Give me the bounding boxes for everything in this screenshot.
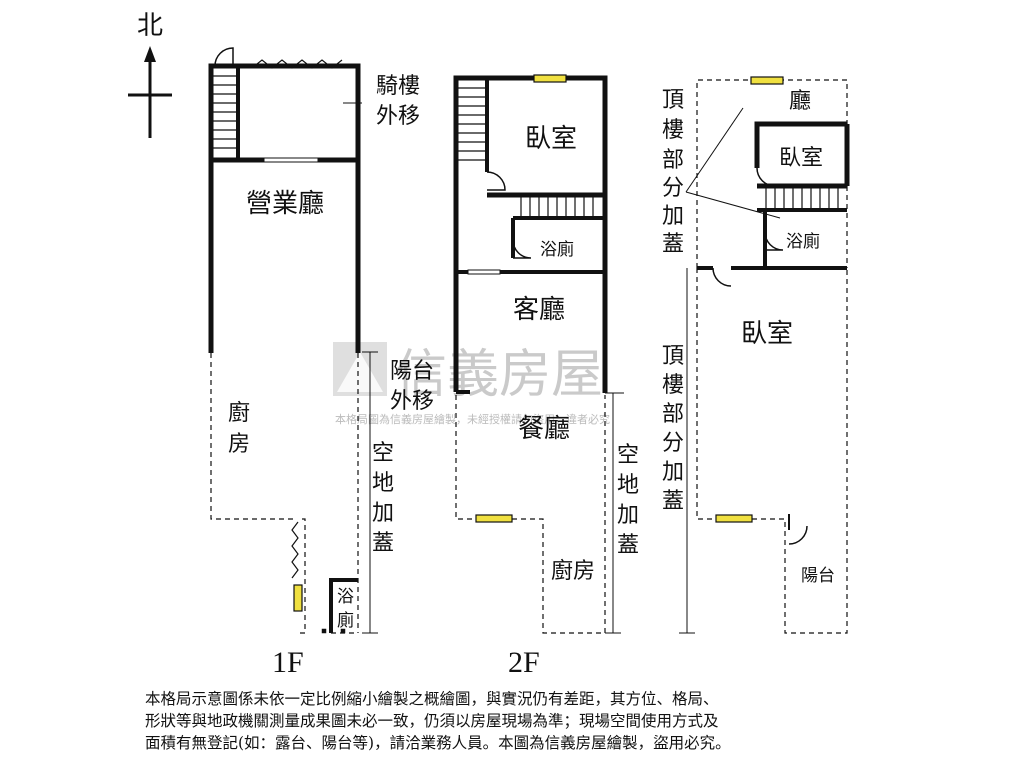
- north-compass-icon: 北: [128, 11, 172, 138]
- disclaimer-line: 面積有無登記(如：露台、陽台等)，請洽業務人員。本圖為信義房屋繪製，盜用必究。: [145, 734, 731, 752]
- f2-dining-room-label: 餐廳: [518, 414, 570, 444]
- f1-bath-label-line1: 浴: [337, 587, 354, 607]
- f3-rooftop-addition-2-line2: 樓: [662, 373, 684, 398]
- disclaimer-text: 本格局示意圖係未依一定比例縮小繪製之概繪圖，與實況仍有差距，其方位、格局、 形狀…: [145, 688, 905, 754]
- f1-arcade-label-line1: 騎樓: [376, 74, 420, 99]
- f1-arcade-label-line2: 外移: [376, 104, 420, 129]
- disclaimer-line: 本格局示意圖係未依一定比例縮小繪製之概繪圖，與實況仍有差距，其方位、格局、: [145, 690, 719, 708]
- f1-business-hall-label: 營業廳: [246, 189, 324, 219]
- f1-open-space-label-2: 地: [372, 471, 394, 496]
- f2-open-space-label-2: 地: [617, 473, 639, 498]
- watermark: 信義房屋 本格局圖為信義房屋繪製，未經授權請勿盜用，違者必究: [333, 342, 610, 426]
- f3-rooftop-addition-2-line5: 加: [662, 460, 684, 485]
- f3-rooftop-addition-2-line3: 部: [662, 402, 684, 427]
- floor-3f-plan: [679, 76, 850, 634]
- f1-bath-label-line2: 廁: [337, 610, 354, 631]
- f2-balcony-label-line1: 陽台: [390, 359, 434, 384]
- f3-rooftop-addition-1-line1: 頂: [662, 88, 684, 113]
- f1-floor-label: 1F: [272, 646, 304, 679]
- f2-bath-label: 浴廁: [540, 239, 574, 260]
- compass-north-label: 北: [137, 11, 163, 41]
- f3-balcony-label: 陽台: [801, 566, 835, 586]
- f1-kitchen-label-line2: 房: [228, 432, 250, 457]
- f3-rooftop-addition-1-line6: 蓋: [662, 232, 684, 257]
- f3-rooftop-addition-2-line4: 分: [662, 431, 684, 456]
- f3-rooftop-addition-1-line2: 樓: [662, 118, 684, 143]
- f3-small-bedroom-label: 臥室: [779, 146, 823, 171]
- f3-rooftop-addition-1-line3: 部: [662, 148, 684, 173]
- f3-hall-label: 廳: [789, 89, 811, 114]
- f3-rooftop-addition-1-line5: 加: [662, 204, 684, 229]
- floor-2f-plan: [453, 74, 624, 634]
- f2-living-room-label: 客廳: [513, 295, 565, 325]
- f3-rooftop-addition-2-line1: 頂: [662, 344, 684, 369]
- f2-balcony-label-line2: 外移: [390, 389, 434, 414]
- f1-open-space-label-4: 蓋: [372, 531, 394, 556]
- f2-floor-label: 2F: [508, 646, 540, 679]
- f2-open-space-label-3: 加: [617, 503, 639, 528]
- watermark-notice: 本格局圖為信義房屋繪製，未經授權請勿盜用，違者必究: [335, 412, 610, 426]
- f2-bedroom-label: 臥室: [525, 124, 577, 154]
- f2-kitchen-label: 廚房: [551, 559, 595, 584]
- f2-open-space-label-4: 蓋: [617, 533, 639, 558]
- f1-kitchen-label-line1: 廚: [228, 401, 250, 426]
- f3-bath-label: 浴廁: [786, 231, 820, 252]
- f1-open-space-label-1: 空: [372, 441, 394, 466]
- f1-open-space-label-3: 加: [372, 501, 394, 526]
- disclaimer-line: 形狀等與地政機關測量成果圖未必一致，仍須以房屋現場為準；現場空間使用方式及: [145, 712, 719, 730]
- f3-rooftop-addition-2-line6: 蓋: [662, 489, 684, 514]
- f3-bedroom-label: 臥室: [741, 319, 793, 349]
- watermark-brand: 信義房屋: [395, 345, 603, 405]
- floor-1f-plan: [208, 47, 378, 634]
- f3-rooftop-addition-1-line4: 分: [662, 176, 684, 201]
- f2-open-space-label-1: 空: [617, 443, 639, 468]
